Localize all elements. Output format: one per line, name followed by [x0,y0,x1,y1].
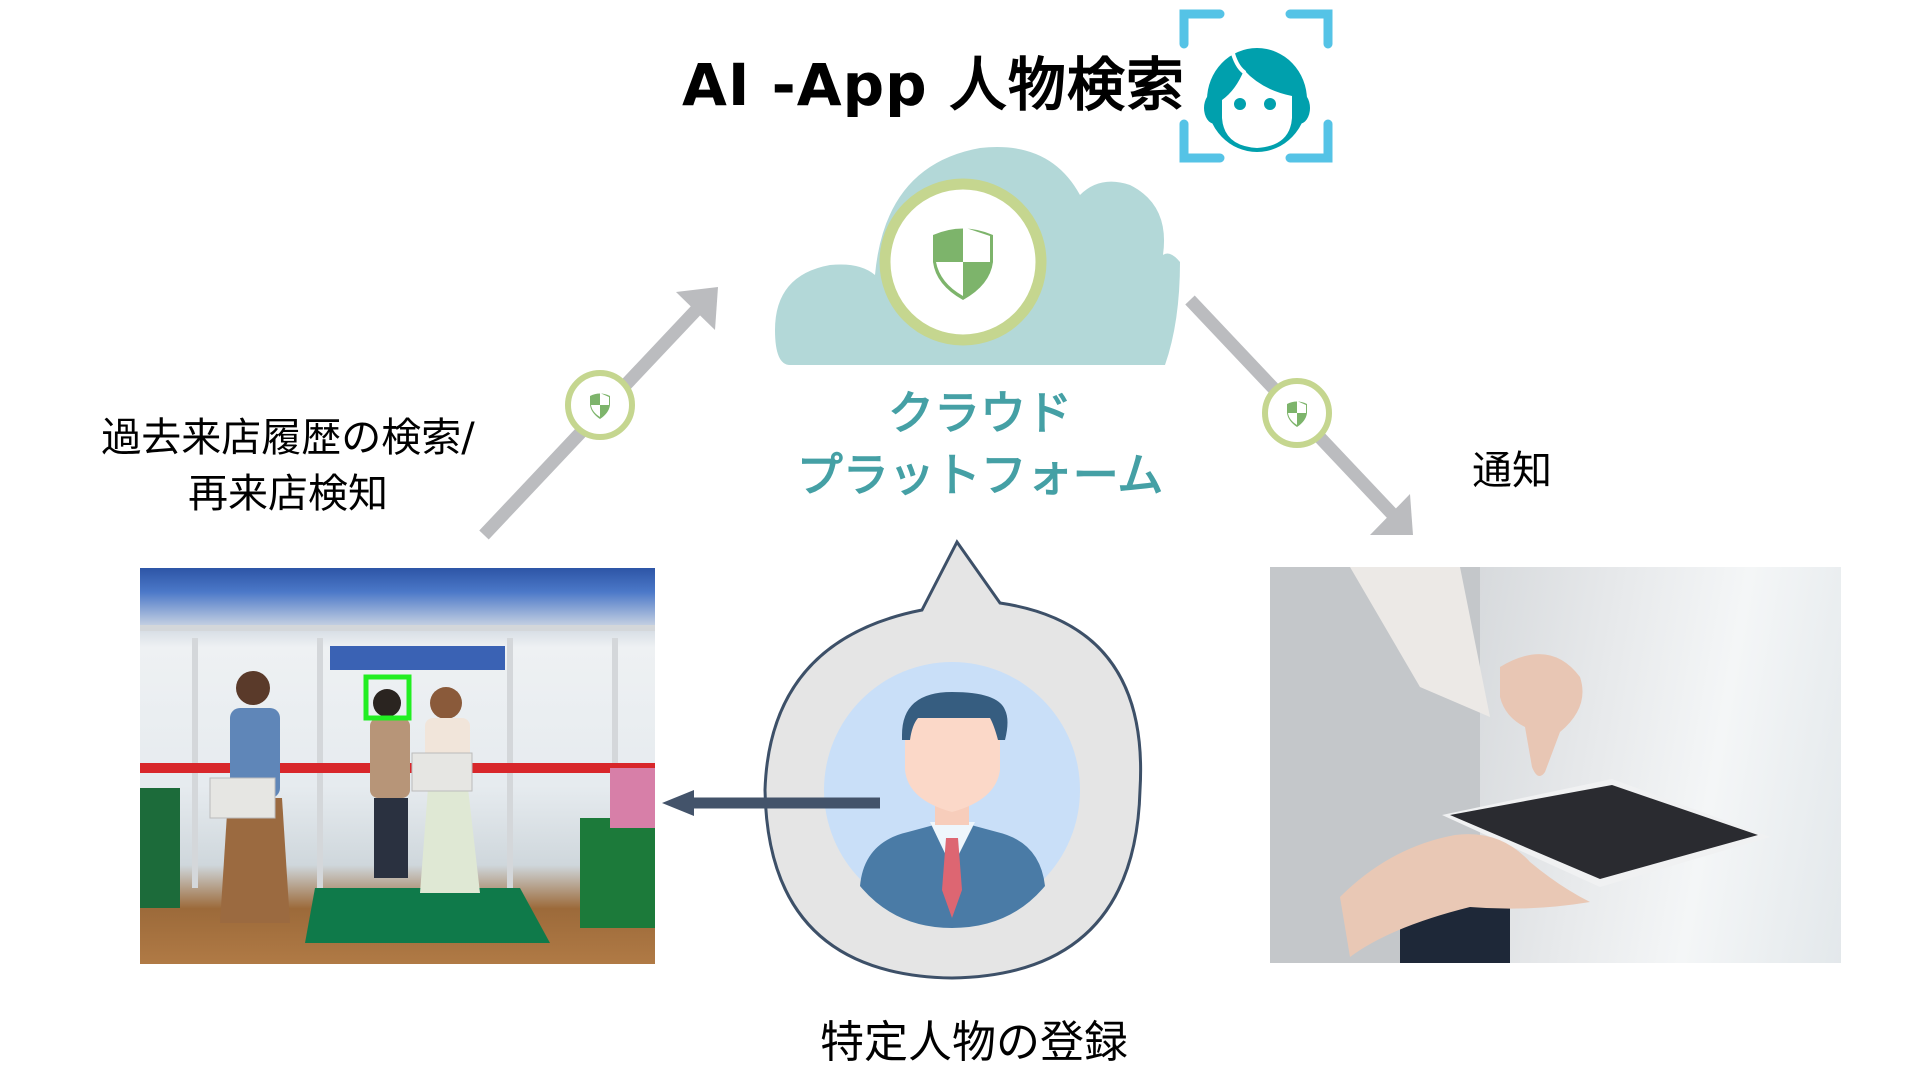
store-scene [140,625,655,943]
shield-badge-left [565,370,635,440]
cloud-label-line1: クラウド [888,386,1072,440]
smartphone-notification-photo [1270,567,1841,963]
person-left [209,671,290,923]
person-right [411,687,480,893]
left-label-line1: 過去来店履歴の検索/ [101,415,475,461]
businessman-avatar-icon [860,692,1045,928]
search-history-label: 過去来店履歴の検索/ 再来店検知 [58,410,518,522]
phone-scene [1270,567,1770,963]
face-detection-box [363,674,412,721]
left-label-line2: 再来店検知 [188,471,388,517]
face-recognition-icon [1179,9,1333,163]
person-middle [370,689,410,878]
register-arrow [662,790,880,816]
shield-icon [933,227,993,300]
person-bubble [763,539,1143,980]
cloud-security-icon [775,146,1180,365]
page-title: AI -App 人物検索 [682,51,1185,119]
store-entrance-photo [140,568,655,964]
notification-label: 通知 [1472,448,1552,494]
cloud-label-line2: プラットフォーム [796,448,1164,502]
registration-label: 特定人物の登録 [820,1017,1128,1068]
shield-badge-right [1262,378,1332,448]
cloud-platform-label: クラウド プラットフォーム [760,382,1200,506]
